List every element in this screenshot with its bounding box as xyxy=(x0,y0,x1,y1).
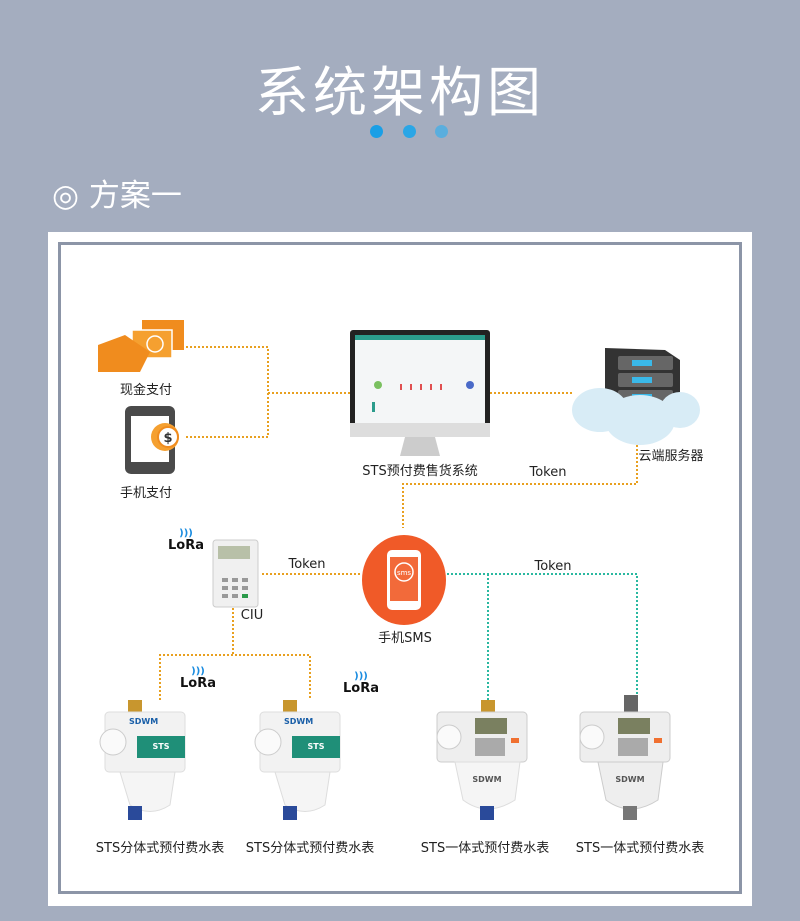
sms-to-meters-line xyxy=(447,573,638,700)
meter-label: STS一体式预付费水表 xyxy=(420,841,550,856)
ciu-to-meters-line xyxy=(159,608,311,700)
token-label: Token xyxy=(529,465,567,480)
meter-badge: STS xyxy=(308,742,325,751)
meter-badge: STS xyxy=(153,742,170,751)
wifi-signal-icon: ))) xyxy=(191,666,205,677)
cloud-server-icon xyxy=(572,348,700,445)
cloud-server-label: 云端服务器 xyxy=(638,449,704,464)
sms-phone-icon: sms xyxy=(362,535,446,625)
lora-badge: )))LoRa xyxy=(180,666,216,692)
cash-payment-icon xyxy=(98,320,184,372)
cloud-to-sms-line xyxy=(402,445,638,528)
token-label: Token xyxy=(288,557,326,572)
sms-label: 手机SMS xyxy=(378,631,432,646)
meter-brand-logo: SDWM xyxy=(129,717,158,726)
indicator-dot xyxy=(370,125,383,138)
ciu-label: CIU xyxy=(240,608,264,623)
wifi-signal-icon: ))) xyxy=(179,528,193,539)
scheme-heading: ◎ 方案一 xyxy=(52,178,182,214)
meter-label: STS一体式预付费水表 xyxy=(575,841,705,856)
meter-label: STS分体式预付费水表 xyxy=(245,841,375,856)
mobile-payment-icon: $ xyxy=(125,406,179,474)
payment-connector xyxy=(186,346,269,438)
wifi-signal-icon: ))) xyxy=(354,671,368,682)
meter-brand-logo: SDWM xyxy=(284,717,313,726)
mobile-payment-label: 手机支付 xyxy=(119,486,173,501)
page-title: 系统架构图 xyxy=(255,61,545,124)
indicator-dot xyxy=(403,125,416,138)
split-meter-icon: SDWM STS xyxy=(254,700,341,820)
integrated-meter-icon: SDWM xyxy=(579,695,671,820)
meter-brand-logo: SDWM xyxy=(615,775,644,784)
vending-system-label: STS预付费售货系统 xyxy=(362,464,478,479)
split-meter-icon: SDWM STS xyxy=(99,700,186,820)
monitor-icon xyxy=(350,330,490,456)
svg-text:sms: sms xyxy=(397,569,411,577)
meter-label: STS分体式预付费水表 xyxy=(95,841,225,856)
lora-badge: )))LoRa xyxy=(168,528,204,554)
token-label: Token xyxy=(534,559,572,574)
integrated-meter-icon: SDWM xyxy=(436,700,528,820)
ciu-device-icon xyxy=(212,539,259,608)
lora-badge: )))LoRa xyxy=(343,671,379,697)
meter-brand-logo: SDWM xyxy=(472,775,501,784)
indicator-dot xyxy=(435,125,448,138)
svg-text:$: $ xyxy=(163,431,172,446)
cash-payment-label: 现金支付 xyxy=(119,383,173,398)
